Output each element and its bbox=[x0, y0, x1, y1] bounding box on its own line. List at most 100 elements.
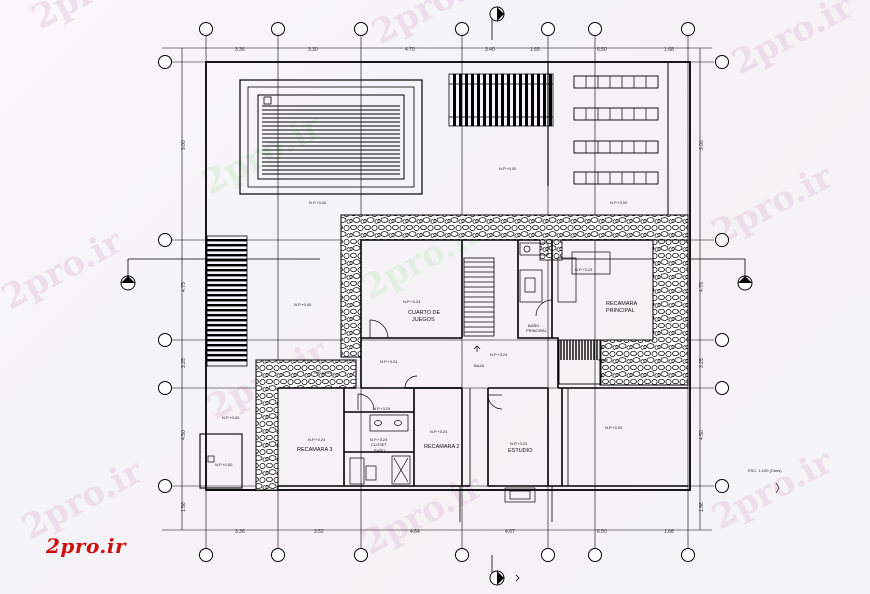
pergola-slat bbox=[207, 249, 247, 252]
pergola-slat bbox=[531, 74, 534, 126]
dim-right-2: 4.75 bbox=[699, 282, 705, 292]
pergola-slat bbox=[207, 289, 247, 292]
section-marker-top bbox=[489, 6, 505, 40]
dim-right-3: 3.25 bbox=[699, 358, 705, 368]
grid-bubble bbox=[715, 55, 729, 69]
pergola-slat bbox=[207, 324, 247, 327]
dim-left-5: 1.56 bbox=[181, 502, 187, 512]
grid-bubble bbox=[715, 333, 729, 347]
pergola-slat bbox=[207, 244, 247, 247]
room-principal-label-1: RECAMARA bbox=[606, 301, 638, 307]
pergola-slat bbox=[207, 284, 247, 287]
dim-bottom-2: 3.52 bbox=[314, 529, 324, 535]
watermark-text: 2pro.ir bbox=[725, 0, 860, 83]
section-marker-bottom bbox=[489, 555, 520, 586]
skylight-panel bbox=[573, 107, 659, 121]
skylight-panel bbox=[573, 171, 659, 185]
level-bath: N.P.+3.24 bbox=[373, 406, 391, 411]
level-estudio: N.P.+3.24 bbox=[510, 441, 528, 446]
room-estudio-label: ESTUDIO bbox=[508, 448, 533, 454]
dim-bottom-3: 4.64 bbox=[410, 529, 420, 535]
pergola-slat bbox=[549, 74, 552, 126]
slab-outline bbox=[205, 61, 691, 491]
level-rec3: N.P.+3.24 bbox=[308, 437, 326, 442]
dim-bottom-5: 6.50 bbox=[597, 529, 607, 535]
room-juegos-label-2: JUEGOS bbox=[412, 317, 435, 323]
dim-right-5: 1.56 bbox=[699, 502, 705, 512]
dim-top-3: 4.70 bbox=[405, 47, 415, 53]
skylight-panel bbox=[573, 75, 659, 89]
level-small-left-2: N.P.+0.00 bbox=[215, 462, 233, 467]
watermark-text: 2pro.ir bbox=[25, 0, 160, 38]
room-closet-label: CLOSET bbox=[371, 442, 388, 447]
pergola-slat bbox=[207, 294, 247, 297]
dim-right-1: 9.00 bbox=[699, 140, 705, 150]
doors bbox=[357, 299, 608, 411]
pergola-slat bbox=[207, 349, 247, 352]
level-top-center: N.P.+0.00 bbox=[499, 166, 517, 171]
pergola-slat bbox=[207, 314, 247, 317]
grid-bubble bbox=[588, 548, 602, 562]
grid-bubble bbox=[199, 548, 213, 562]
dim-bottom-6: 1.68 bbox=[664, 529, 674, 535]
dim-left-2: 4.75 bbox=[181, 282, 187, 292]
level-lower-left: N.P.+0.00 bbox=[314, 370, 332, 375]
grid-bubble bbox=[588, 22, 602, 36]
pergola-slat bbox=[207, 344, 247, 347]
grid-bubble bbox=[715, 233, 729, 247]
pergola-slat bbox=[207, 259, 247, 262]
level-mid-left: N.P.+0.00 bbox=[294, 302, 312, 307]
dim-top-2: 3.30 bbox=[308, 47, 318, 53]
room-bano-principal-2: PRINCIPAL bbox=[526, 328, 548, 333]
pergola-slat bbox=[207, 359, 247, 362]
dim-right-4: 4.50 bbox=[699, 430, 705, 440]
grid-bubble bbox=[354, 548, 368, 562]
pergola-slat bbox=[543, 74, 546, 126]
dim-top-4: 3.40 bbox=[485, 47, 495, 53]
pergola-slat bbox=[477, 74, 480, 126]
pergola-slat bbox=[207, 304, 247, 307]
level-right-lower: N.P.+0.00 bbox=[605, 425, 623, 430]
level-top-left: N.P.+0.00 bbox=[309, 200, 327, 205]
level-rec2: N.P.+3.24 bbox=[430, 429, 448, 434]
pergola-slat bbox=[207, 299, 247, 302]
grid-bubble bbox=[354, 22, 368, 36]
dim-top-1: 3.36 bbox=[235, 47, 245, 53]
pergola-slat bbox=[459, 74, 462, 126]
pergola-slat bbox=[489, 74, 492, 126]
level-principal: N.P.+3.24 bbox=[575, 267, 593, 272]
level-closet: N.P.+3.24 bbox=[370, 437, 388, 442]
pergola-left bbox=[206, 235, 248, 367]
pergola-slat bbox=[207, 274, 247, 277]
pergola-slat bbox=[453, 74, 456, 126]
grid-bubble bbox=[158, 381, 172, 395]
dim-left-3: 3.25 bbox=[181, 358, 187, 368]
dim-left-1: 9.00 bbox=[181, 140, 187, 150]
grid-bubble bbox=[681, 548, 695, 562]
pergola-slat bbox=[513, 74, 516, 126]
pergola-slat bbox=[207, 309, 247, 312]
skylight-panels bbox=[573, 75, 659, 185]
pergola-slat bbox=[501, 74, 504, 126]
pergola-slat bbox=[207, 339, 247, 342]
level-hall-2: N.P.+3.24 bbox=[490, 352, 508, 357]
grid-bubble bbox=[158, 333, 172, 347]
grid-bubble bbox=[541, 22, 555, 36]
grid-bubble bbox=[271, 22, 285, 36]
pergola-top bbox=[448, 73, 554, 127]
pergola-slat bbox=[207, 239, 247, 242]
pergola-slat bbox=[207, 254, 247, 257]
watermark-text: 2pro.ir bbox=[365, 0, 500, 53]
pergola-slat bbox=[207, 279, 247, 282]
upper-left-deck bbox=[239, 79, 423, 195]
level-juegos: N.P.+3.24 bbox=[403, 299, 421, 304]
grid-bubble bbox=[158, 55, 172, 69]
level-top-right: N.P.+0.00 bbox=[610, 200, 628, 205]
terrace-box bbox=[199, 433, 243, 489]
grid-bubble bbox=[199, 22, 213, 36]
room-recamara2-label: RECAMARA 2 bbox=[424, 444, 459, 450]
room-baja-label: BAJA bbox=[474, 363, 484, 368]
brand-logo: 2pro.ir bbox=[46, 534, 127, 558]
